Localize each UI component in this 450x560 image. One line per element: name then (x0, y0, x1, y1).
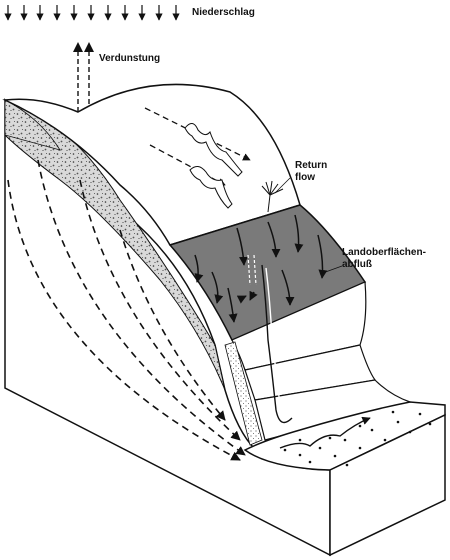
return-flow-label-line1: Return (295, 160, 328, 171)
return-flow-leader (274, 177, 291, 194)
return-flow-channels (184, 123, 243, 209)
valley-front-face (329, 413, 446, 557)
rain-arrows (4, 5, 180, 21)
valley-floor (243, 401, 446, 471)
evaporation-arrowheads (73, 42, 94, 52)
macropore-crack (261, 264, 293, 424)
double-dashed-up-arrow-icon (77, 50, 90, 112)
stippled-edge (224, 341, 263, 446)
evaporation-label: Verdunstung (99, 53, 161, 64)
overland-flow-leader (319, 265, 343, 275)
macropore-crack-inner (265, 267, 281, 406)
precipitation-label: Niederschlag (192, 7, 255, 18)
valley-dots (283, 410, 432, 467)
overland-flow-arrows (194, 214, 328, 323)
hatched-band (247, 254, 257, 286)
return-flow-label-line2: flow (295, 172, 315, 183)
subsurface-flow-lines (7, 159, 246, 461)
speckled-soil-layer (4, 99, 226, 391)
overland-flow-label-line2: abfluß (342, 259, 372, 270)
overland-flow-label-line1: Landoberflächen- (342, 247, 426, 258)
valley-flow-arrow (279, 416, 371, 449)
